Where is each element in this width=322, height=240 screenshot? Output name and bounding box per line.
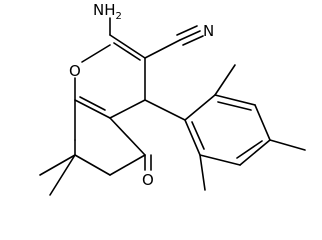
bond-ar6-me <box>199 154 206 191</box>
bond-ar3-ar4 <box>254 104 271 141</box>
bond-ar2-me <box>214 64 236 96</box>
bond-c7-me2 <box>49 154 76 196</box>
bond-c7-c6 <box>74 154 111 176</box>
ring-o-label: O <box>69 62 81 80</box>
molecule-structure: NH2 N O O <box>39 1 306 196</box>
bond-c4a-c8a <box>74 99 111 119</box>
bond-c5-c4a <box>109 117 146 156</box>
nitrile-n-label: N <box>203 22 214 40</box>
bond-c7-me1 <box>39 154 76 176</box>
structure-diagram: NH2 N O O <box>39 1 306 196</box>
bond-ar4-ar5-double <box>236 140 263 159</box>
bond-ar4-me <box>269 139 306 151</box>
bond-ar6-ar1 <box>184 119 201 156</box>
bond-c6-c5 <box>109 154 146 176</box>
bond-c2-c3-double <box>113 42 141 61</box>
bond-ar4-ar5 <box>239 139 271 166</box>
bond-ar2-ar3 <box>214 94 256 106</box>
amino-label: NH2 <box>93 1 122 22</box>
bond-ar2-ar3-double <box>217 101 252 111</box>
bond-c4-c4a <box>109 99 146 119</box>
bond-triple-2 <box>176 25 198 36</box>
bond-c4a-c8a-double <box>79 96 106 111</box>
bond-triple-1 <box>179 30 201 41</box>
bond-c3-cn <box>144 39 181 59</box>
bond-c2-c3 <box>109 34 146 59</box>
bond-ar6-ar1-double <box>191 121 205 150</box>
bond-o1-c2 <box>81 44 111 63</box>
bond-triple-3 <box>182 35 204 46</box>
bond-ar1-ar2 <box>184 94 216 121</box>
bond-ar5-ar6 <box>199 154 241 166</box>
bond-c4-aryl <box>144 99 186 121</box>
ketone-o-label: O <box>142 171 154 189</box>
